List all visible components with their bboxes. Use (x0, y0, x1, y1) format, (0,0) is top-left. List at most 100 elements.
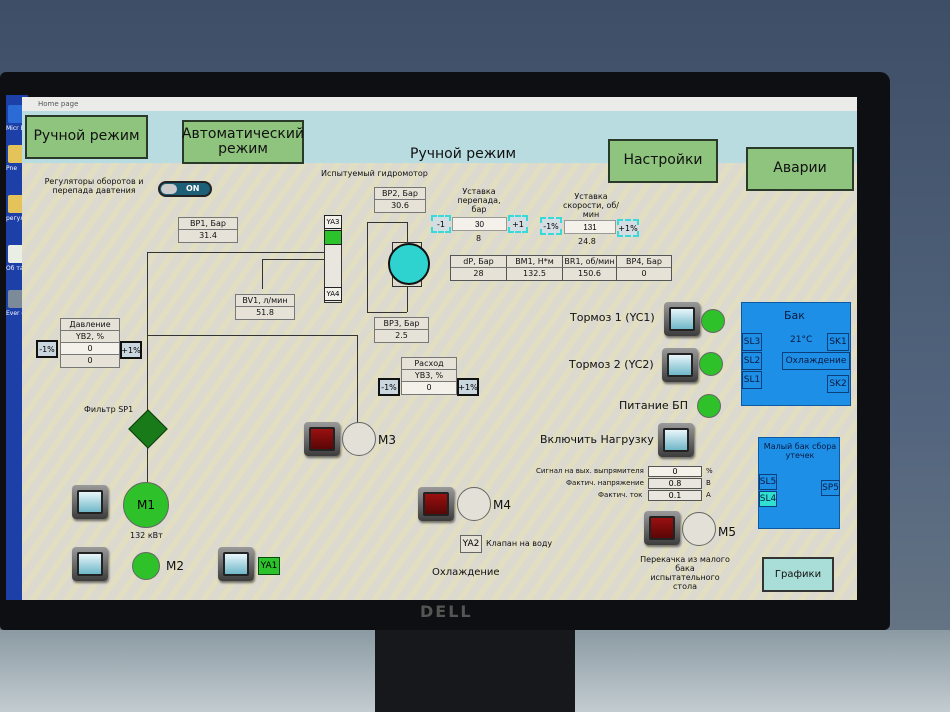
pressure-plus-button[interactable]: +1 (508, 215, 528, 233)
run-indicator-icon (669, 307, 695, 331)
pipe (147, 252, 148, 507)
power-supply-label: Питание БП (619, 399, 688, 412)
desktop-icon-folder[interactable] (8, 145, 26, 163)
yb2-plus-button[interactable]: +1% (120, 341, 142, 359)
desktop-icon-label: Pne (6, 165, 18, 172)
readings-header: dP, Бар (451, 256, 507, 268)
brake1-label: Тормоз 1 (YC1) (570, 311, 655, 324)
speed-actual-value: 24.8 (578, 237, 596, 246)
stop-indicator-icon (309, 427, 335, 451)
rectifier-signal-input[interactable]: 0 (648, 466, 702, 477)
desktop-icon-edge[interactable] (8, 105, 26, 123)
m4-status-lamp (457, 487, 491, 521)
m3-start-button[interactable] (304, 422, 340, 456)
bv1-label: BV1, л/мин (236, 295, 294, 307)
pressure-setpoint-input[interactable] (452, 217, 507, 231)
speed-minus-button[interactable]: -1% (540, 217, 562, 235)
desktop-icon-app[interactable] (8, 290, 26, 308)
pipe (407, 287, 408, 312)
rectifier-signal-label: Сигнал на вых. выпрямителя (536, 467, 644, 475)
pipe (367, 312, 407, 313)
tank-temperature: 21°C (790, 335, 813, 345)
m1-label: M1 (137, 498, 155, 512)
bp3-display: BP3, Бар 2.5 (374, 317, 429, 343)
pressure-minus-button[interactable]: -1 (431, 215, 451, 233)
speed-plus-button[interactable]: +1% (617, 219, 639, 237)
sensor-sl5: SL5 (759, 474, 777, 490)
manual-mode-button[interactable]: Ручной режим (25, 115, 148, 159)
auto-mode-button[interactable]: Автоматический режим (182, 120, 304, 164)
setpoint-speed-label: Уставка скорости, об/мин (563, 192, 619, 219)
settings-button[interactable]: Настройки (608, 139, 718, 183)
m4-start-button[interactable] (418, 487, 454, 521)
pressure-actual-value: 8 (476, 234, 482, 243)
run-indicator-icon (77, 490, 103, 514)
brake1-button[interactable] (664, 302, 700, 336)
sensor-sk2: SK2 (827, 375, 849, 393)
enable-load-button[interactable] (658, 423, 694, 457)
monitor-stand (375, 620, 575, 712)
bp1-label: BP1, Бар (179, 218, 237, 230)
filter-icon (128, 409, 168, 449)
m5-start-button[interactable] (644, 511, 680, 545)
m3-status-lamp (342, 422, 376, 456)
m1-start-button[interactable] (72, 485, 108, 519)
m2-start-button[interactable] (72, 547, 108, 581)
yb3-minus-button[interactable]: -1% (378, 378, 400, 396)
bv1-value: 51.8 (256, 308, 274, 317)
sensor-sl2: SL2 (742, 352, 762, 370)
desktop-icon-folder[interactable] (8, 195, 26, 213)
yb3-plus-button[interactable]: +1% (457, 378, 479, 396)
speed-setpoint-input[interactable] (564, 220, 616, 234)
pipe (262, 259, 263, 289)
flow-control-sub: YB3, % (402, 370, 456, 382)
sensor-sp5: SP5 (821, 480, 840, 496)
window-title: Home page (38, 100, 79, 108)
regulators-toggle[interactable]: ON (158, 181, 212, 197)
ya1-button[interactable] (218, 547, 254, 581)
readings-table: dP, Бар BM1, Н*м BR1, об/мин BP4, Бар 28… (450, 255, 672, 281)
pressure-control-sub: YB2, % (61, 331, 119, 343)
m2-label: M2 (166, 559, 184, 573)
tank-cooling-button[interactable]: Охлаждение (782, 352, 850, 370)
run-indicator-icon (667, 353, 693, 377)
setpoint-pressure-label: Уставка перепада, бар (457, 187, 501, 214)
readings-value: 0 (641, 269, 647, 278)
desktop-icon-label: Micr Ed (6, 125, 28, 132)
flow-control-input[interactable]: 0 (402, 382, 456, 394)
current-mode-title: Ручной режим (410, 146, 517, 162)
stop-indicator-icon (423, 492, 449, 516)
pressure-control-actual: 0 (87, 356, 93, 365)
valve-ya4[interactable]: YA4 (324, 287, 342, 301)
sensor-sl1: SL1 (742, 371, 762, 389)
pipe (367, 222, 368, 312)
monitor-brand: DELL (420, 602, 473, 621)
ya2-valve[interactable]: YA2 (460, 535, 482, 553)
bp3-value: 2.5 (395, 331, 408, 340)
sensor-sk1: SK1 (827, 333, 849, 351)
readings-header: BM1, Н*м (507, 256, 563, 268)
m3-label: M3 (378, 433, 396, 447)
flow-control: Расход YB3, % 0 (401, 357, 457, 395)
graphs-button[interactable]: Графики (762, 557, 834, 592)
pressure-control-input[interactable]: 0 (61, 343, 119, 355)
pipe (147, 335, 357, 336)
sensor-sl4: SL4 (759, 491, 777, 507)
motor-under-test-label: Испытуемый гидромотор (321, 169, 428, 178)
brake2-button[interactable] (662, 348, 698, 382)
readings-header: BR1, об/мин (563, 256, 617, 268)
rectifier-current-label: Фактич. ток (598, 491, 643, 499)
valve-ya3[interactable]: YA3 (324, 215, 342, 229)
yb2-minus-button[interactable]: -1% (36, 340, 58, 358)
m2-status-lamp (132, 552, 160, 580)
desktop-icon-label: Об табл (6, 265, 28, 272)
power-supply-lamp (697, 394, 721, 418)
desktop-icon-spreadsheet[interactable] (8, 245, 26, 263)
bv1-display: BV1, л/мин 51.8 (235, 294, 295, 320)
m1-status-lamp: M1 (123, 482, 169, 528)
alarms-button[interactable]: Аварии (746, 147, 854, 191)
sensor-sl3: SL3 (742, 333, 762, 351)
ya2-description: Клапан на воду (486, 539, 553, 548)
bp1-value: 31.4 (199, 231, 217, 240)
bp1-display: BP1, Бар 31.4 (178, 217, 238, 243)
